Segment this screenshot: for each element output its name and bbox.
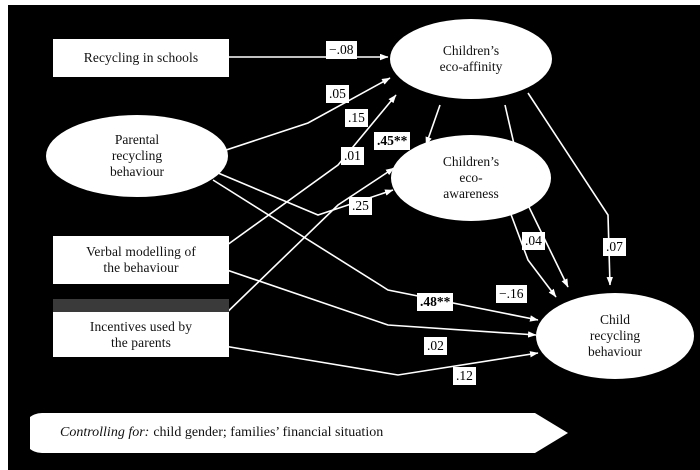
node-childrens-eco-affinity[interactable]: Children’s eco-affinity [390,19,552,99]
node-label-line2: the parents [111,334,171,350]
incentives-box-header-band [53,299,229,312]
node-label-line2: recycling [111,147,163,163]
path-arrow-layer [210,53,613,376]
node-label-line3: behaviour [110,164,164,180]
path-coefficient-p5: .01 [341,147,364,165]
node-label-line1: Verbal modelling of [86,244,196,260]
node-label-line1: Child [599,311,630,327]
node-label-line2: recycling [589,327,641,343]
path-coefficient-p2: .05 [326,85,349,103]
node-label-line1: Children’s [442,42,500,58]
node-parental-recycling-behaviour[interactable]: Parental recycling behaviour [46,115,228,197]
node-recycling-in-schools[interactable]: Recycling in schools [53,39,229,77]
node-verbal-modelling[interactable]: Verbal modelling of the behaviour [53,236,229,284]
node-label-line1: Parental [114,131,160,147]
node-label-line3: awareness [443,186,499,202]
controlling-for-value: child gender; families’ financial situat… [153,425,384,440]
node-label-line2: eco-affinity [439,59,503,74]
path-coefficient-p4: .45** [374,132,411,150]
path-coefficient-p10: .48** [417,293,454,311]
node-label-line2: the behaviour [103,260,179,275]
path-coefficient-p7: .04 [522,232,545,250]
controlling-for-arrow-shape [30,413,568,453]
path-coefficient-p6: .25 [349,197,372,215]
node-child-recycling-behaviour[interactable]: Child recycling behaviour [536,293,694,379]
path-coefficient-p3: .15 [345,109,368,127]
controlling-for-prefix: Controlling for: [60,425,150,440]
path-coefficient-p8: .07 [603,238,626,256]
path-coefficient-p11: .02 [424,337,447,355]
diagram-canvas: Recycling in schools Parental recycling … [8,5,700,470]
path-coefficient-p1: −.08 [326,41,357,59]
path-coefficient-p9: −.16 [496,285,527,303]
node-childrens-eco-awareness[interactable]: Children’s eco- awareness [391,135,551,221]
controlling-for-text: Controlling for: child gender; families’… [60,413,383,453]
path-coefficient-p12: .12 [453,367,476,385]
node-incentives[interactable]: Incentives used by the parents [53,312,229,357]
node-label-line3: behaviour [588,344,642,360]
node-label-line2: eco- [459,169,483,185]
controlling-for-banner: Controlling for: child gender; families’… [30,413,570,453]
node-label-line1: Recycling in schools [83,50,199,66]
node-label-line1: Children’s [442,153,500,169]
node-label-line1: Incentives used by [89,318,193,334]
